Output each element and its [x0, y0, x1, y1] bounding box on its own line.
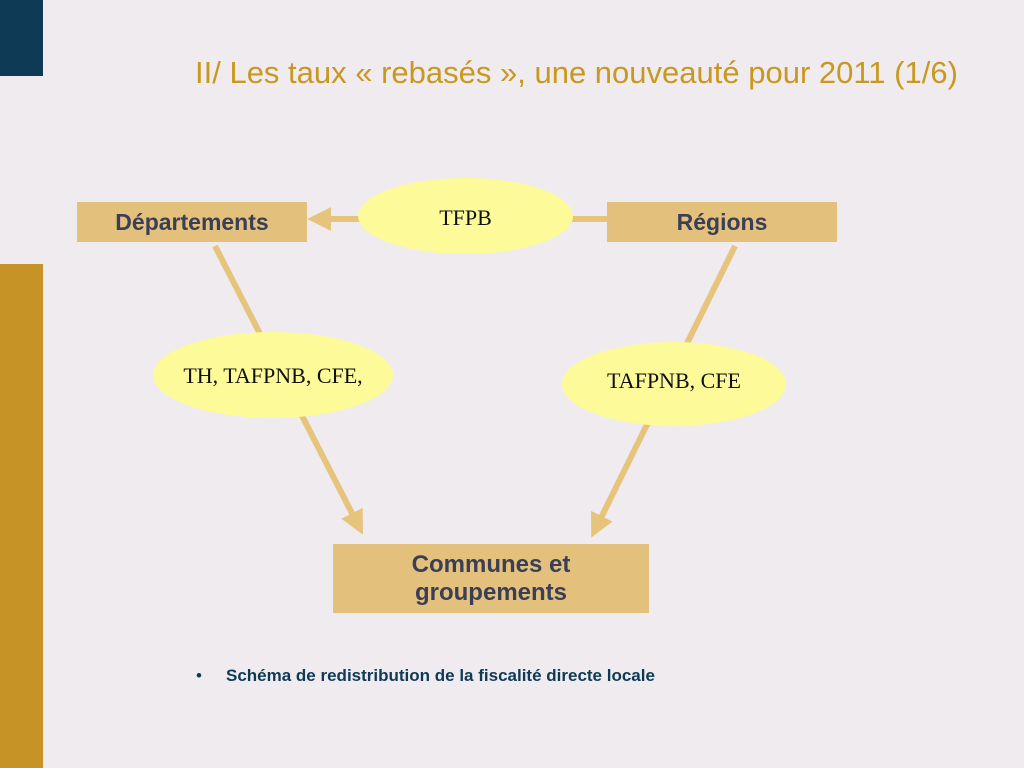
ellipse-tfpb: TFPB: [358, 178, 573, 254]
ellipse-th-tafpnb-cfe: TH, TAFPNB, CFE,: [153, 332, 393, 418]
side-accent-bar: [0, 264, 43, 768]
ellipse-th-label: TH, TAFPNB, CFE,: [183, 362, 363, 388]
box-regions-label: Régions: [676, 208, 768, 235]
caption-list: • Schéma de redistribution de la fiscalit…: [196, 666, 655, 686]
box-departements-label: Départements: [115, 208, 269, 235]
box-regions: Régions: [607, 202, 837, 242]
box-communes: Communes et groupements: [333, 544, 649, 613]
ellipse-tafpnb-cfe: TAFPNB, CFE: [562, 342, 786, 426]
ellipse-tafpnb-label: TAFPNB, CFE: [607, 368, 741, 393]
box-communes-label: Communes et groupements: [411, 550, 571, 606]
slide-title: II/ Les taux « rebasés », une nouveauté …: [195, 55, 958, 90]
corner-accent-bar: [0, 0, 43, 76]
caption-text: Schéma de redistribution de la fiscalité…: [226, 666, 655, 685]
bullet-marker: •: [196, 666, 202, 685]
caption-item: • Schéma de redistribution de la fiscalit…: [196, 666, 655, 686]
box-departements: Départements: [77, 202, 307, 242]
ellipse-tfpb-label: TFPB: [439, 205, 492, 230]
